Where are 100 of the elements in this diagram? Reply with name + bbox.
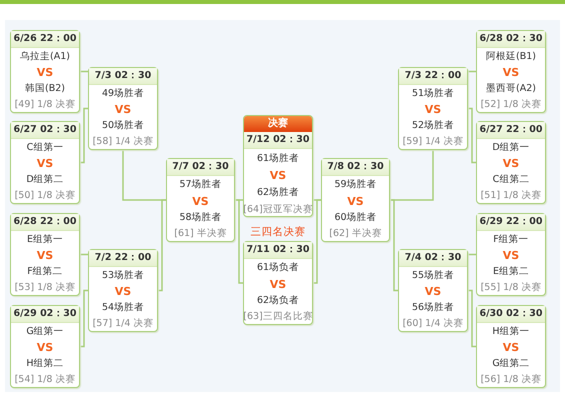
match-time: 6/30 02：30 xyxy=(477,306,545,323)
match-label: [61] 半决赛 xyxy=(174,227,227,241)
bracket-line xyxy=(158,199,166,292)
team-name: 墨西哥(A2) xyxy=(486,82,536,96)
match-card xyxy=(321,158,390,242)
team-name: D组第二 xyxy=(26,173,64,187)
match-label: [62] 半决赛 xyxy=(329,227,382,241)
team-name: 59场胜者 xyxy=(334,178,377,192)
match-label: [56] 1/8 决赛 xyxy=(480,373,542,387)
match-card xyxy=(398,67,468,150)
team-name: 61场负者 xyxy=(256,261,300,276)
team-name: 53场胜者 xyxy=(102,269,144,283)
team-name: C组第二 xyxy=(492,173,530,187)
bracket-line xyxy=(390,199,398,292)
team-name: 51场胜者 xyxy=(412,87,454,101)
team-name: 乌拉圭(A1) xyxy=(20,50,70,64)
vs-label: VS xyxy=(502,156,520,171)
team-name: 57场胜者 xyxy=(179,178,222,192)
bracket-line xyxy=(80,254,88,256)
team-name: F组第二 xyxy=(27,265,63,279)
vs-label: VS xyxy=(36,156,54,171)
team-name: 55场胜者 xyxy=(412,269,454,283)
vs-label: VS xyxy=(270,276,286,292)
bracket-line xyxy=(80,70,88,72)
match-time: 6/29 22：00 xyxy=(477,214,545,231)
match-card xyxy=(476,305,546,388)
bracket-line xyxy=(80,290,88,348)
match-time: 7/2 22：00 xyxy=(89,250,157,267)
team-name: H组第二 xyxy=(26,357,64,371)
team-name: 58场胜者 xyxy=(179,210,222,225)
vs-label: VS xyxy=(270,168,286,183)
team-name: H组第一 xyxy=(492,325,530,339)
match-time: 7/11 02：30 xyxy=(244,242,312,259)
match-time: 7/12 02：30 xyxy=(244,132,312,149)
bracket-line xyxy=(468,290,476,348)
team-name: 56场胜者 xyxy=(412,301,454,315)
vs-label: VS xyxy=(502,340,520,355)
match-time: 6/28 22：00 xyxy=(11,214,79,231)
match-label: [60] 1/4 决赛 xyxy=(402,317,464,331)
vs-label: VS xyxy=(114,102,132,117)
match-label: [54] 1/8 决赛 xyxy=(14,373,76,387)
team-name: G组第二 xyxy=(492,357,530,371)
vs-label: VS xyxy=(36,340,54,355)
match-label: [49] 1/8 决赛 xyxy=(14,98,76,112)
match-label: [57] 1/4 决赛 xyxy=(92,317,154,331)
team-name: 62场胜者 xyxy=(256,186,300,200)
vs-label: VS xyxy=(114,284,132,299)
stage-title: 三四名决赛 xyxy=(250,225,306,240)
match-label: [50] 1/8 决赛 xyxy=(14,189,76,203)
team-name: 50场胜者 xyxy=(102,119,144,133)
vs-label: VS xyxy=(424,284,442,299)
match-card xyxy=(476,213,546,296)
vs-label: VS xyxy=(424,102,442,117)
bracket-line xyxy=(80,108,88,164)
match-time: 6/28 02：30 xyxy=(477,31,545,48)
match-card xyxy=(10,305,80,388)
team-name: G组第一 xyxy=(26,325,64,339)
match-time: 7/3 02：30 xyxy=(89,68,157,85)
match-label: [53] 1/8 决赛 xyxy=(14,281,76,295)
match-time: 6/27 02：30 xyxy=(11,122,79,139)
vs-label: VS xyxy=(36,248,54,263)
match-card xyxy=(88,249,158,332)
match-card xyxy=(476,121,546,204)
match-card xyxy=(10,213,80,296)
match-label: [51] 1/8 决赛 xyxy=(480,189,542,203)
match-label: [58] 1/4 决赛 xyxy=(92,135,154,149)
team-name: 54场胜者 xyxy=(102,301,144,315)
vs-label: VS xyxy=(502,65,520,80)
match-label: [64]冠亚军决赛 xyxy=(243,203,313,217)
bracket-line xyxy=(313,199,321,284)
team-name: 62场负者 xyxy=(256,294,300,308)
match-card xyxy=(243,115,313,217)
vs-label: VS xyxy=(192,194,209,208)
match-time: 6/29 02：30 xyxy=(11,306,79,323)
bracket-line xyxy=(468,108,476,164)
match-card xyxy=(166,158,235,242)
match-time: 6/26 22：00 xyxy=(11,31,79,48)
bracket-line xyxy=(468,70,476,72)
match-label: [55] 1/8 决赛 xyxy=(480,281,542,295)
match-card xyxy=(10,30,80,113)
match-time: 6/27 22：00 xyxy=(477,122,545,139)
team-name: C组第一 xyxy=(26,141,64,155)
bracket-line xyxy=(235,199,243,284)
stage-title: 决赛 xyxy=(244,116,312,132)
match-time: 7/8 02：30 xyxy=(322,159,389,176)
team-name: F组第一 xyxy=(493,233,529,247)
team-name: E组第一 xyxy=(26,233,63,247)
match-time: 7/4 02：30 xyxy=(399,250,467,267)
vs-label: VS xyxy=(36,65,54,80)
team-name: D组第一 xyxy=(492,141,530,155)
team-name: 49场胜者 xyxy=(102,87,144,101)
match-time: 7/7 02：30 xyxy=(167,159,234,176)
match-card xyxy=(476,30,546,113)
match-label: [52] 1/8 决赛 xyxy=(480,98,542,112)
team-name: 阿根廷(B1) xyxy=(486,50,536,64)
team-name: 61场胜者 xyxy=(256,152,300,166)
match-card xyxy=(88,67,158,150)
match-label: [63]三四名比赛 xyxy=(243,310,313,324)
vs-label: VS xyxy=(347,194,364,208)
match-card xyxy=(10,121,80,204)
